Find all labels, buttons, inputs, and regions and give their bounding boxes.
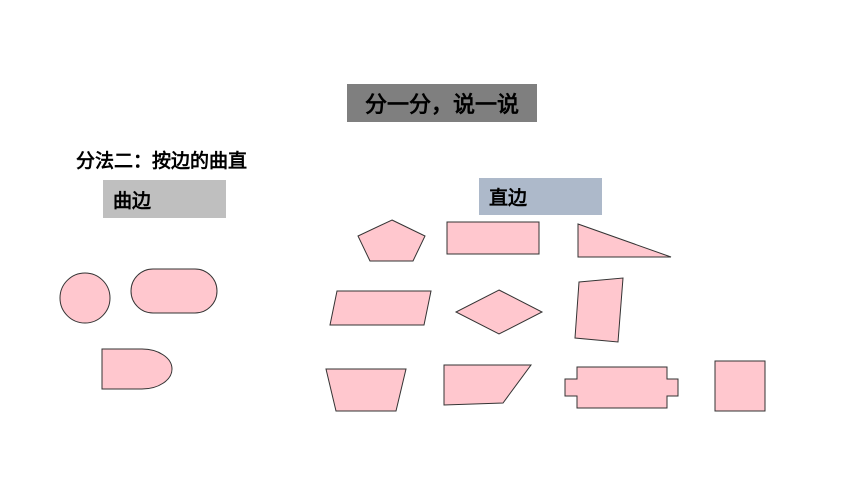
slide-title: 分一分，说一说 bbox=[347, 84, 537, 122]
trapezoid-shape bbox=[325, 368, 407, 412]
rectangle-shape bbox=[446, 221, 540, 255]
right-trapezoid-shape bbox=[443, 364, 532, 406]
notched-rectangle-shape bbox=[564, 366, 679, 409]
category-curved-label: 曲边 bbox=[103, 180, 226, 218]
square-shape bbox=[714, 360, 766, 412]
quadrilateral-shape bbox=[574, 277, 624, 343]
category-straight-label: 直边 bbox=[479, 178, 602, 215]
stadium-shape bbox=[130, 268, 218, 314]
circle-shape bbox=[59, 272, 111, 324]
parallelogram-shape bbox=[329, 290, 432, 326]
right-triangle-shape bbox=[577, 223, 672, 258]
method-label: 分法二：按边的曲直 bbox=[76, 150, 248, 172]
rhombus-shape bbox=[454, 289, 544, 335]
bullet-shape bbox=[101, 348, 173, 390]
pentagon-shape bbox=[357, 219, 426, 262]
